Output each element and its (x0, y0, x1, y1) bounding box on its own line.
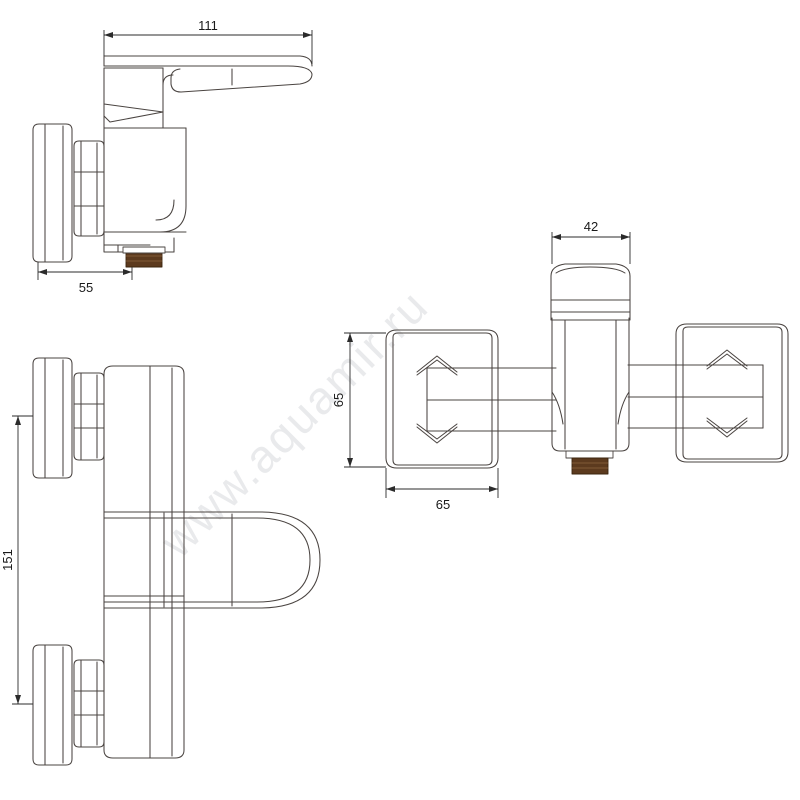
front-threaded-outlet (565, 450, 614, 475)
plan-body (103, 365, 185, 759)
front-inlet-left (426, 367, 557, 432)
dimension-111: 111 (103, 18, 313, 64)
dimension-65-vertical-label: 65 (331, 393, 346, 407)
plan-escutcheon-bottom (32, 644, 73, 766)
side-threaded-outlet (122, 246, 166, 268)
dimension-55: 55 (37, 262, 133, 295)
side-lever-handle (103, 55, 313, 93)
front-diverter-cap (550, 263, 631, 321)
front-inlet-right (627, 364, 764, 429)
plan-lever (103, 511, 321, 609)
dimension-42-label: 42 (584, 219, 598, 234)
dimension-65-horizontal-label: 65 (436, 497, 450, 512)
side-lever-housing (103, 67, 174, 129)
dimension-111-label: 111 (198, 18, 218, 33)
dimension-151-label: 151 (0, 549, 15, 571)
view-front-elevation (385, 263, 789, 475)
dimension-151: 151 (0, 415, 33, 705)
view-side-elevation (32, 55, 313, 268)
side-escutcheon-left (32, 123, 73, 263)
side-body-block (103, 127, 187, 253)
view-plan (32, 357, 321, 766)
front-escutcheon-left (385, 329, 499, 469)
dimension-42: 42 (551, 219, 631, 264)
dimension-65-vertical: 65 (331, 332, 386, 468)
plan-escutcheon-top (32, 357, 73, 479)
dimension-65-horizontal: 65 (385, 468, 499, 512)
dimension-55-label: 55 (79, 280, 93, 295)
front-escutcheon-right (675, 323, 789, 463)
